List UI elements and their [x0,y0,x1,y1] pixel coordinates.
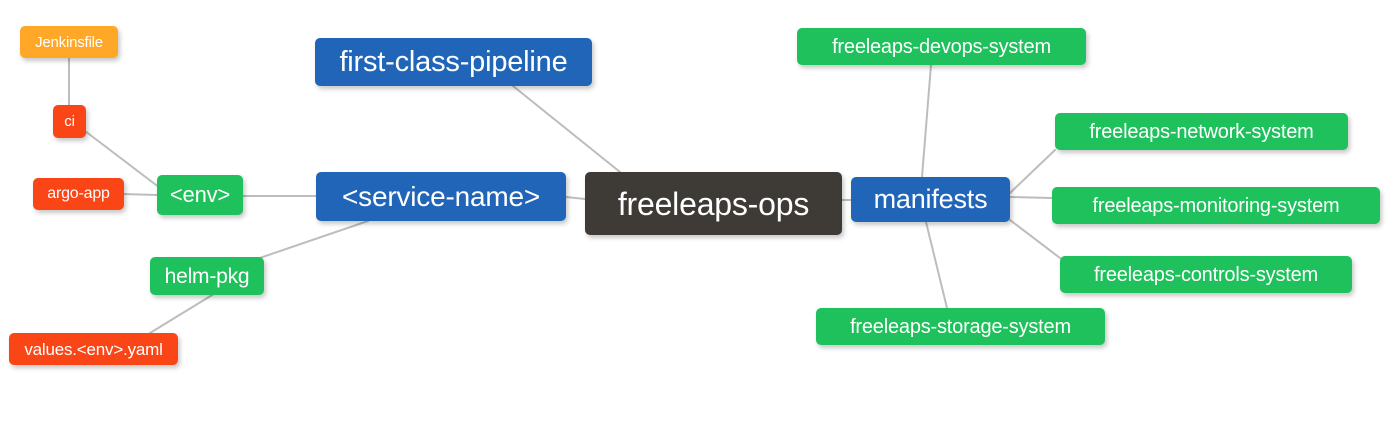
node-env[interactable]: <env> [157,175,243,215]
node-freeleaps-devops-system[interactable]: freeleaps-devops-system [797,28,1086,65]
node-helm-pkg[interactable]: helm-pkg [150,257,264,295]
node-first-class-pipeline[interactable]: first-class-pipeline [315,38,592,86]
edge-argo-app-to-env [123,193,158,196]
node-service-name[interactable]: <service-name> [316,172,566,221]
node-freeleaps-controls-system[interactable]: freeleaps-controls-system [1060,256,1352,293]
edge-freeleaps-devops-system-to-manifests [921,64,932,178]
edge-freeleaps-controls-system-to-manifests [1009,219,1061,259]
edge-freeleaps-network-system-to-manifests [1009,149,1056,194]
node-argo-app[interactable]: argo-app [33,178,124,210]
node-manifests[interactable]: manifests [851,177,1010,222]
node-freeleaps-monitoring-system[interactable]: freeleaps-monitoring-system [1052,187,1380,224]
node-ci[interactable]: ci [53,105,86,138]
node-values-env-yaml[interactable]: values.<env>.yaml [9,333,178,365]
node-freeleaps-storage-system[interactable]: freeleaps-storage-system [816,308,1105,345]
edge-freeleaps-monitoring-system-to-manifests [1009,196,1053,199]
node-freeleaps-network-system[interactable]: freeleaps-network-system [1055,113,1348,150]
node-jenkinsfile[interactable]: Jenkinsfile [20,26,118,58]
edge-helm-pkg-to-service-name [247,220,369,263]
edge-values-env-yaml-to-helm-pkg [149,288,223,334]
edge-freeleaps-storage-system-to-manifests [925,221,948,309]
node-freeleaps-ops[interactable]: freeleaps-ops [585,172,842,235]
edge-first-class-pipeline-to-freeleaps-ops [512,85,621,173]
edge-service-name-to-freeleaps-ops [565,196,586,200]
